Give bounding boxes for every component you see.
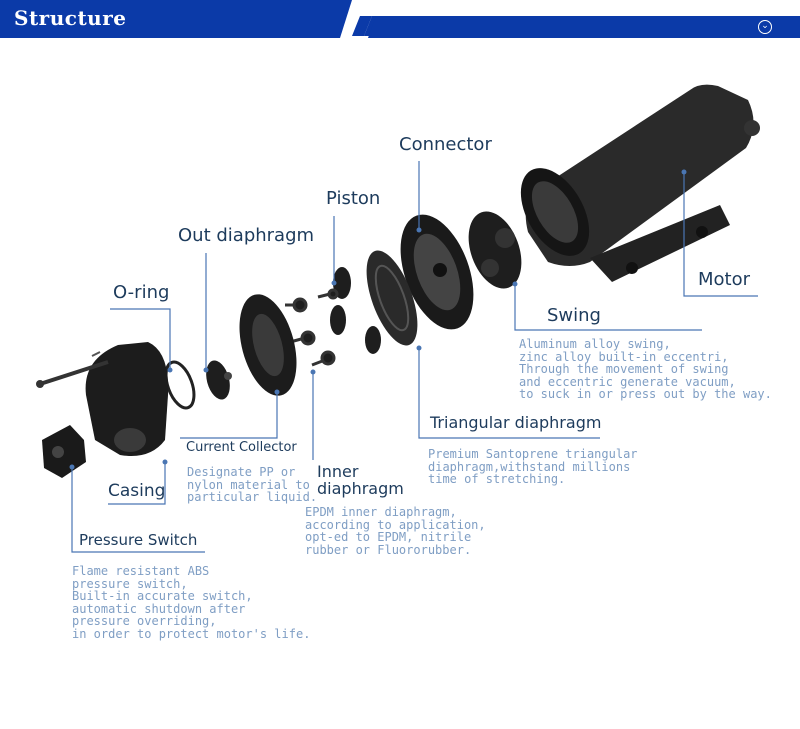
label-casing: Casing [108, 481, 166, 501]
connector-part [400, 214, 474, 330]
label-out-diaphragm: Out diaphragm [178, 225, 315, 246]
label-connector: Connector [399, 134, 492, 155]
label-pressure-switch: Pressure Switch [79, 531, 198, 549]
leader-lines [71, 161, 758, 553]
label-triangular-diaphragm: Triangular diaphragm [430, 413, 602, 432]
label-motor: Motor [698, 269, 751, 290]
header-banner: Structure ⌄ [0, 0, 800, 38]
out-diaphragm-part [206, 360, 232, 400]
leader-dots [69, 169, 687, 470]
triangular-diaphragm-part [366, 250, 418, 346]
description-inner-diaphragm: EPDM inner diaphragm, according to appli… [305, 505, 486, 557]
label-piston: Piston [326, 188, 381, 209]
description-current-collector: Designate PP or nylon material to partic… [187, 465, 318, 504]
pressure-switch-part [42, 425, 86, 478]
swing-part [468, 211, 522, 289]
banner-background [0, 0, 800, 38]
description-swing: Aluminum alloy swing, zinc alloy built-i… [519, 337, 772, 401]
label-current-collector: Current Collector [186, 440, 297, 455]
description-triangular-diaphragm: Premium Santoprene triangular diaphragm,… [428, 447, 638, 486]
description-pressure-switch: Flame resistant ABS pressure switch, Bui… [72, 564, 311, 641]
casing-part [36, 342, 169, 456]
label-inner-diaphragm: Inner diaphragm [317, 462, 404, 498]
o-ring-part [164, 360, 196, 410]
label-o-ring: O-ring [113, 282, 170, 303]
label-swing: Swing [547, 305, 601, 326]
page-title: Structure [14, 6, 127, 30]
chevron-down-circle-icon[interactable]: ⌄ [758, 20, 772, 34]
current-collector-part [239, 294, 297, 396]
motor-part [520, 84, 760, 282]
